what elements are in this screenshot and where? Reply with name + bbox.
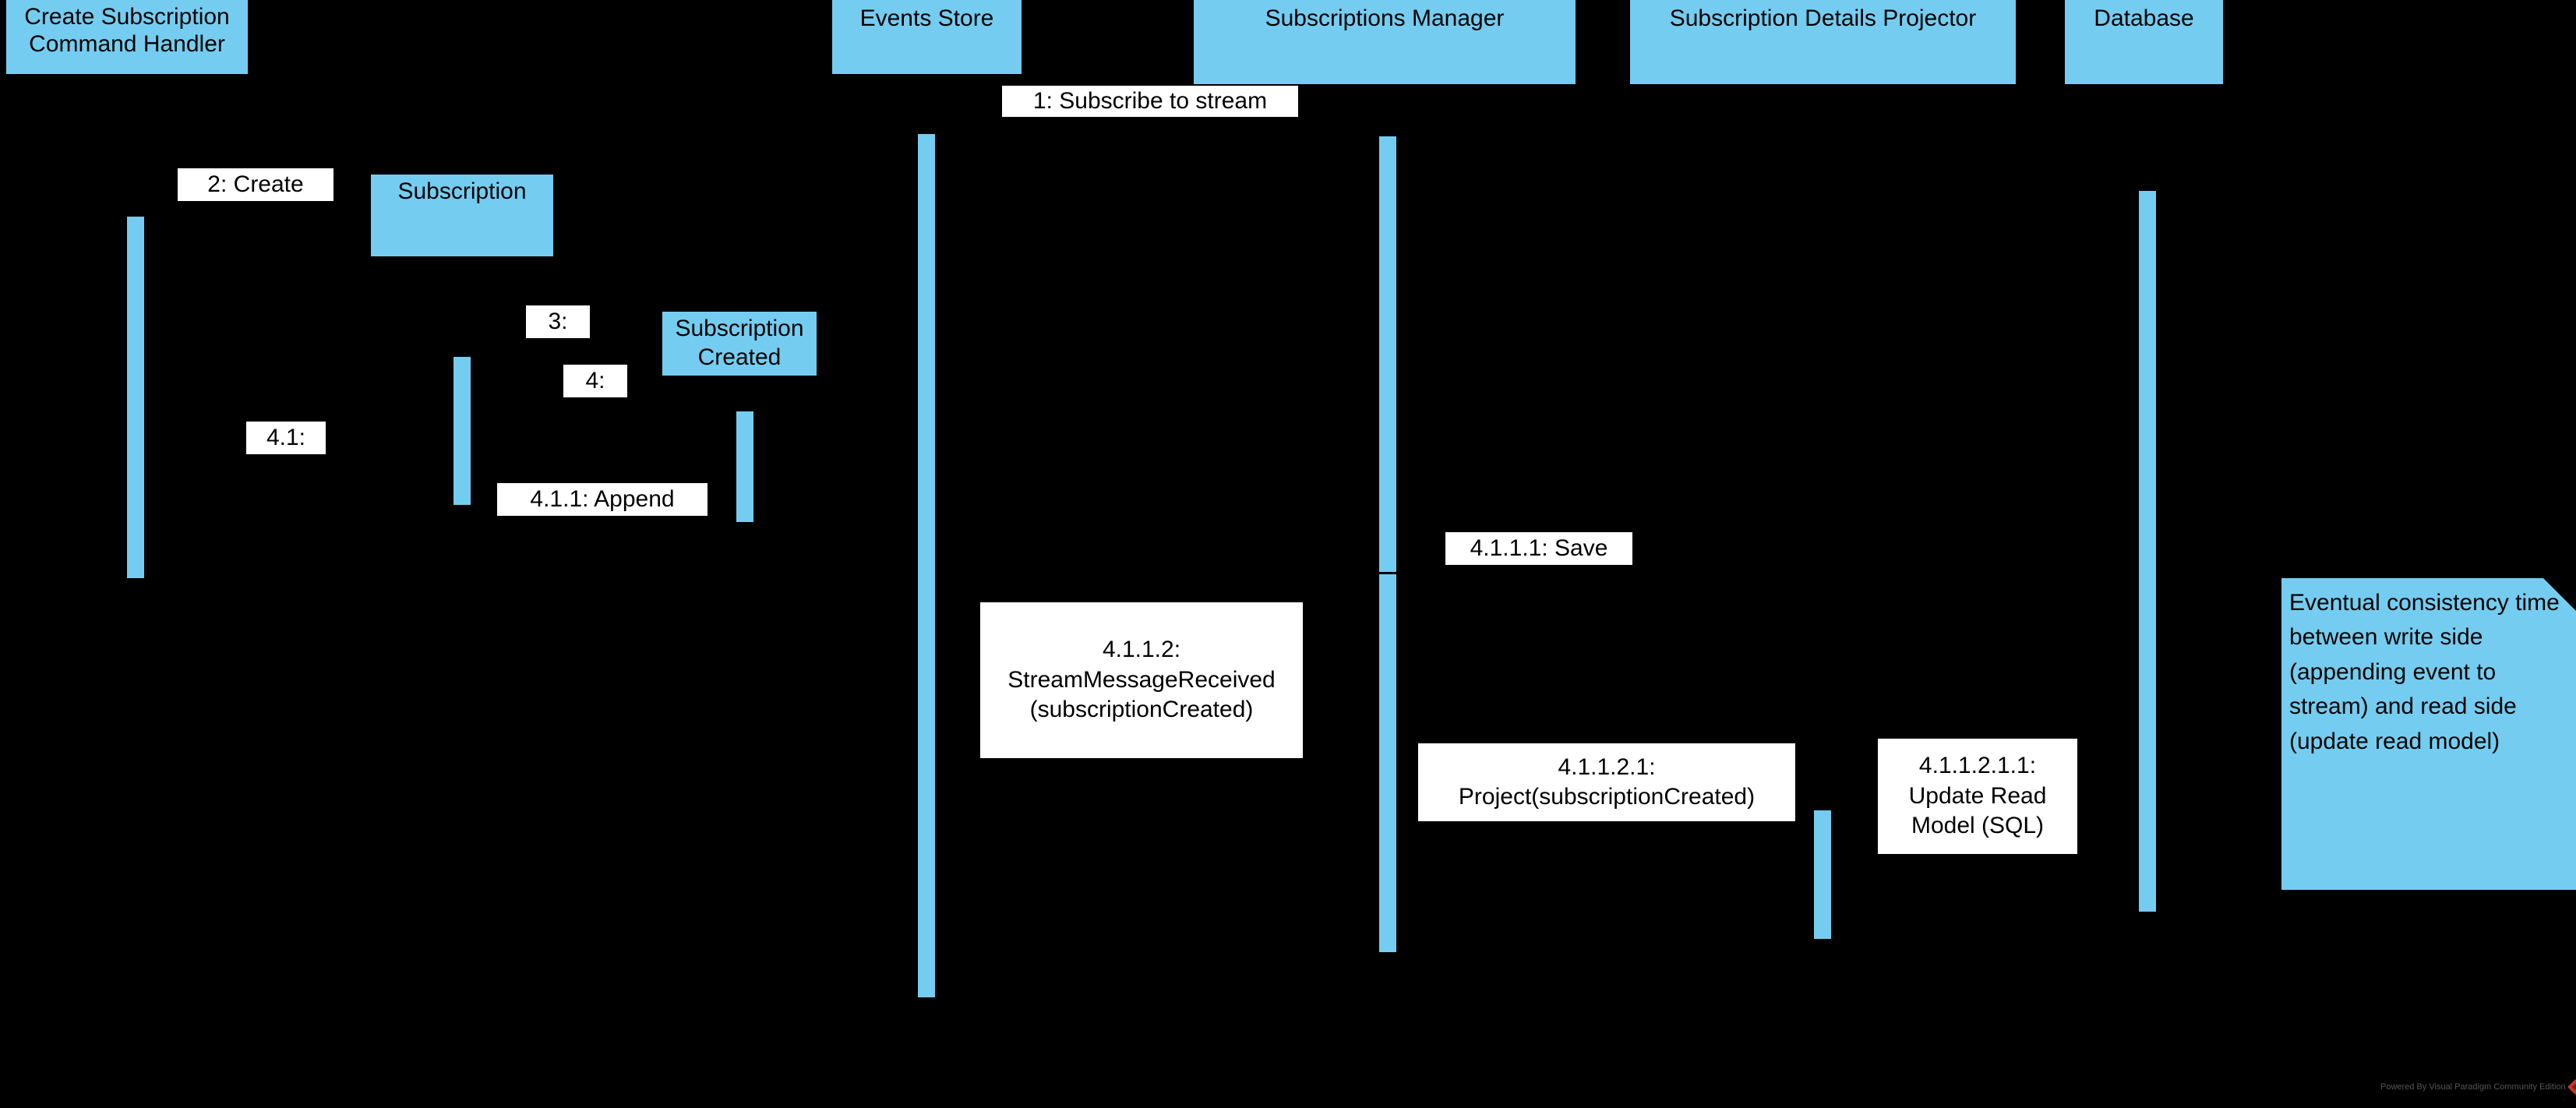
activation-split-divider bbox=[1379, 572, 1396, 574]
activation-bar-command-handler[interactable] bbox=[127, 217, 144, 578]
activation-bar-events-store[interactable] bbox=[918, 134, 935, 997]
lifeline-header-subscriptions-manager[interactable]: Subscriptions Manager bbox=[1194, 0, 1576, 84]
message-label-4-1[interactable]: 4.1: bbox=[246, 422, 326, 454]
activation-bar-subscription-created[interactable] bbox=[736, 411, 753, 522]
object-box-subscription[interactable]: Subscription bbox=[371, 175, 553, 256]
object-box-subscription-created[interactable]: Subscription Created bbox=[662, 312, 817, 376]
watermark: Powered By Visual Paradigm Community Edi… bbox=[2380, 1079, 2576, 1095]
message-label-2-create[interactable]: 2: Create bbox=[178, 168, 333, 201]
message-label-4-1-1-2-1-project[interactable]: 4.1.1.2.1: Project(subscriptionCreated) bbox=[1418, 743, 1795, 821]
visual-paradigm-logo-icon bbox=[2567, 1079, 2576, 1095]
lifeline-header-subscription-details-projector[interactable]: Subscription Details Projector bbox=[1630, 0, 2016, 84]
activation-bar-subscription[interactable] bbox=[453, 357, 471, 505]
message-label-4-1-1-2-stream-message-received[interactable]: 4.1.1.2: StreamMessageReceived (subscrip… bbox=[980, 602, 1303, 758]
lifeline-header-events-store[interactable]: Events Store bbox=[832, 0, 1022, 74]
message-label-4-1-1-2-1-1-update-read-model[interactable]: 4.1.1.2.1.1: Update Read Model (SQL) bbox=[1878, 739, 2077, 854]
activation-bar-database[interactable] bbox=[2139, 191, 2156, 912]
lifeline-header-database[interactable]: Database bbox=[2065, 0, 2223, 84]
lifeline-header-create-subscription-command-handler[interactable]: Create Subscription Command Handler bbox=[6, 0, 248, 74]
eventual-consistency-note[interactable]: Eventual consistency time between write … bbox=[2281, 578, 2576, 890]
message-label-4[interactable]: 4: bbox=[563, 365, 627, 397]
activation-bar-subscriptions-manager[interactable] bbox=[1379, 134, 1396, 952]
message-label-1-subscribe-to-stream[interactable]: 1: Subscribe to stream bbox=[1002, 86, 1298, 117]
message-label-4-1-1-1-save[interactable]: 4.1.1.1: Save bbox=[1445, 532, 1632, 565]
watermark-text: Powered By Visual Paradigm Community Edi… bbox=[2380, 1082, 2566, 1092]
message-label-3[interactable]: 3: bbox=[526, 305, 590, 338]
activation-bar-subscription-details-projector[interactable] bbox=[1814, 810, 1831, 939]
message-label-4-1-1-append[interactable]: 4.1.1: Append bbox=[497, 483, 708, 516]
